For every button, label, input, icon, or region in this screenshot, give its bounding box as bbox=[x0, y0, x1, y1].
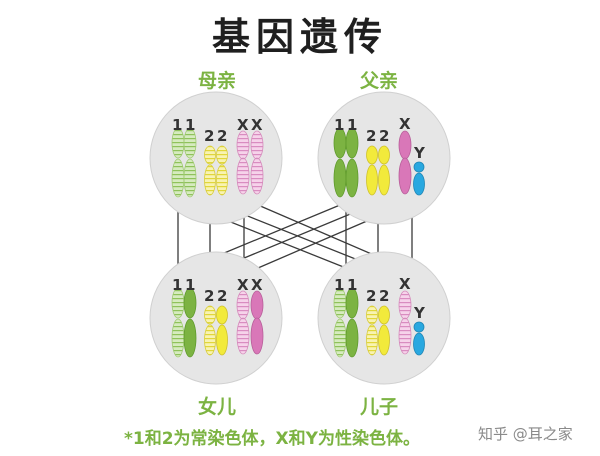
chromosome-x bbox=[398, 317, 412, 355]
chromosome-number: 1 bbox=[334, 276, 344, 294]
line bbox=[219, 204, 373, 269]
chromosome-2 bbox=[204, 305, 216, 325]
chromosome-x bbox=[250, 317, 264, 355]
chromosome-number: 2 bbox=[366, 127, 376, 145]
chromosome-number: 1 bbox=[172, 116, 182, 134]
chromosome-1 bbox=[333, 318, 347, 358]
chromosome-number: 2 bbox=[366, 287, 376, 305]
footnote: *1和2为常染色体，X和Y为性染色体。 bbox=[124, 429, 420, 449]
page-title: 基因遗传 bbox=[211, 15, 388, 59]
chromosome-number: 1 bbox=[347, 276, 357, 294]
chromosome-number: 2 bbox=[217, 287, 227, 305]
chromosome-1 bbox=[183, 287, 197, 319]
chromosome-number: X bbox=[237, 116, 249, 134]
chromosome-number: 2 bbox=[204, 287, 214, 305]
chromosome-1 bbox=[345, 158, 359, 198]
chromosome-2 bbox=[216, 145, 228, 165]
chromosome-number: 2 bbox=[379, 287, 389, 305]
chromosome-2 bbox=[216, 324, 228, 356]
chromosome-number: 1 bbox=[334, 116, 344, 134]
chromosome-x bbox=[398, 157, 412, 195]
chromosome-number: X bbox=[399, 115, 411, 133]
chromosome-x bbox=[236, 290, 250, 320]
chromosome-1 bbox=[183, 158, 197, 198]
father-chromosomes: 1 1 2 2 X Y bbox=[333, 115, 426, 198]
chromosome-2 bbox=[366, 305, 378, 325]
son-chromosomes: 1 1 2 2 X Y bbox=[333, 275, 426, 358]
chromosome-x bbox=[250, 157, 264, 195]
chromosome-2 bbox=[204, 324, 216, 356]
chromosome-2 bbox=[378, 305, 390, 325]
label-mother: 母亲 bbox=[198, 70, 237, 92]
chromosome-y bbox=[413, 172, 425, 196]
mother-chromosomes: 1 1 2 2 X X bbox=[171, 116, 264, 198]
chromosome-number: Y bbox=[413, 304, 426, 322]
chromosome-y bbox=[413, 321, 425, 333]
chromosome-2 bbox=[366, 145, 378, 165]
chromosome-x bbox=[236, 130, 250, 160]
chromosome-1 bbox=[345, 287, 359, 319]
chromosome-2 bbox=[216, 164, 228, 196]
chromosome-2 bbox=[216, 305, 228, 325]
chromosome-2 bbox=[204, 145, 216, 165]
chromosome-x bbox=[236, 317, 250, 355]
chromosome-x bbox=[236, 157, 250, 195]
chromosome-number: X bbox=[251, 116, 263, 134]
chromosome-x bbox=[398, 290, 412, 320]
chromosome-number: 2 bbox=[204, 127, 214, 145]
watermark: 知乎 @耳之家 bbox=[478, 425, 573, 443]
label-son: 儿子 bbox=[360, 396, 399, 418]
chromosome-number: 1 bbox=[347, 116, 357, 134]
chromosome-number: 1 bbox=[185, 116, 195, 134]
chromosome-1 bbox=[183, 318, 197, 358]
chromosome-2 bbox=[366, 324, 378, 356]
chromosome-1 bbox=[171, 318, 185, 358]
chromosome-x bbox=[398, 130, 412, 160]
chromosome-number: 1 bbox=[172, 276, 182, 294]
chromosome-y bbox=[413, 161, 425, 173]
chromosome-2 bbox=[378, 164, 390, 196]
chromosome-number: X bbox=[251, 276, 263, 294]
chromosome-2 bbox=[366, 164, 378, 196]
daughter-chromosomes: 1 1 2 2 X X bbox=[171, 276, 264, 358]
chromosome-number: 2 bbox=[379, 127, 389, 145]
label-father: 父亲 bbox=[360, 70, 399, 92]
chromosome-x bbox=[250, 290, 264, 320]
circle-mother bbox=[149, 91, 283, 225]
label-daughter: 女儿 bbox=[198, 396, 237, 418]
circle-daughter bbox=[149, 251, 283, 385]
chromosome-number: X bbox=[399, 275, 411, 293]
chromosome-1 bbox=[345, 318, 359, 358]
chromosome-2 bbox=[204, 164, 216, 196]
chromosome-x bbox=[250, 130, 264, 160]
chromosome-1 bbox=[183, 127, 197, 159]
chromosome-2 bbox=[378, 145, 390, 165]
chromosome-number: Y bbox=[413, 144, 426, 162]
chromosome-1 bbox=[345, 127, 359, 159]
chromosome-1 bbox=[171, 158, 185, 198]
chromosome-number: X bbox=[237, 276, 249, 294]
chromosome-1 bbox=[333, 158, 347, 198]
chromosome-y bbox=[413, 332, 425, 356]
chromosome-number: 1 bbox=[185, 276, 195, 294]
chromosome-number: 2 bbox=[217, 127, 227, 145]
chromosome-2 bbox=[378, 324, 390, 356]
